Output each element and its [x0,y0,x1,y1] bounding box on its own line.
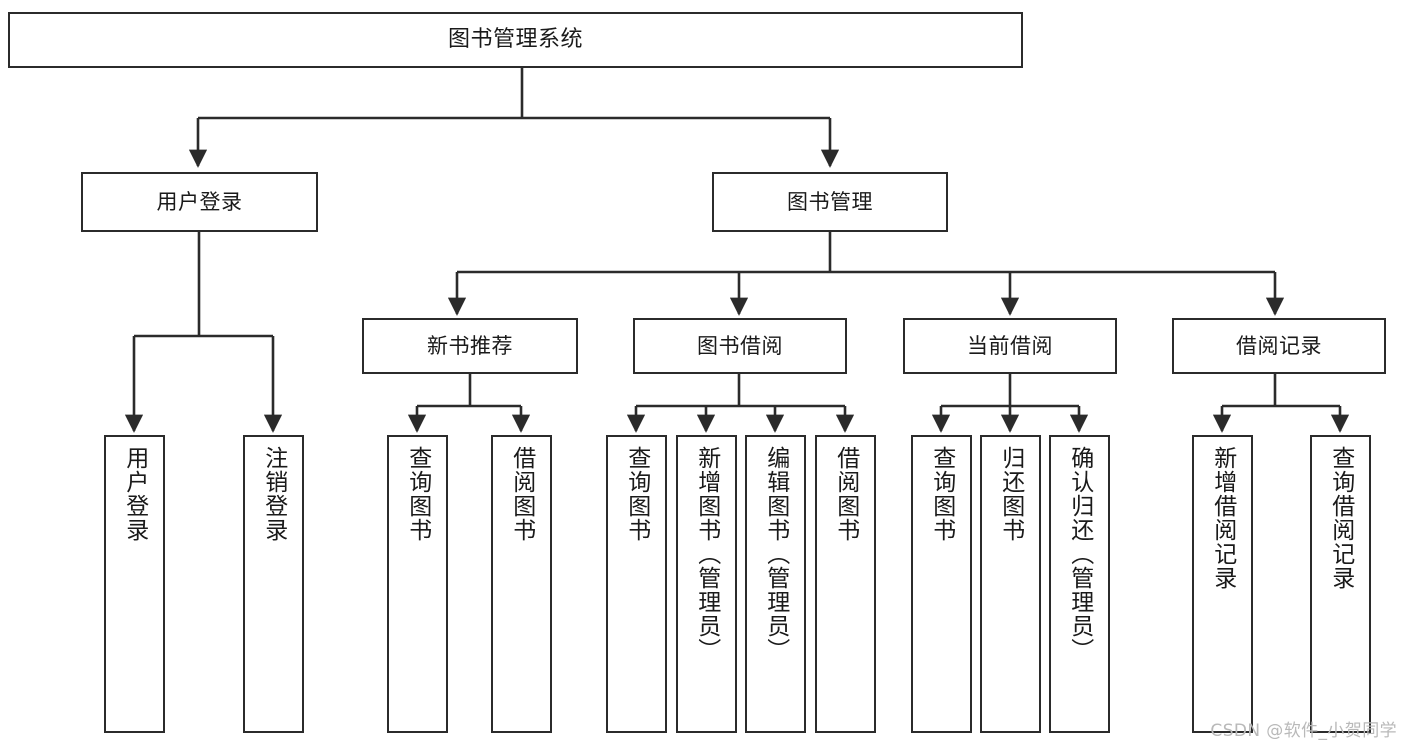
node-label: 图书管理系统 [447,27,583,53]
node-book-management[interactable]: 图书管理 [712,172,948,232]
node-label: 图书借阅 [697,333,783,358]
node-leaf-borrow-book[interactable]: 借阅图书 [815,435,876,733]
node-leaf-return-book[interactable]: 归还图书 [980,435,1041,733]
node-leaf-borrow-book-recommend[interactable]: 借阅图书 [491,435,552,733]
node-label: 用户登录 [156,189,243,214]
node-root-book-management-system[interactable]: 图书管理系统 [8,12,1023,68]
node-label: 注销登录 [260,446,287,542]
node-leaf-query-borrow-record[interactable]: 查询借阅记录 [1310,435,1371,733]
node-label: 归还图书 [997,446,1024,542]
node-label: 新增图书（管理员） [693,446,720,662]
node-leaf-add-borrow-record[interactable]: 新增借阅记录 [1192,435,1253,733]
node-label: 用户登录 [121,446,148,542]
node-new-book-recommendation[interactable]: 新书推荐 [362,318,578,374]
node-leaf-user-login[interactable]: 用户登录 [104,435,165,733]
node-leaf-edit-book-admin[interactable]: 编辑图书（管理员） [745,435,806,733]
node-book-borrowing[interactable]: 图书借阅 [633,318,847,374]
node-leaf-add-book-admin[interactable]: 新增图书（管理员） [676,435,737,733]
node-label: 新书推荐 [427,333,513,358]
node-label: 新增借阅记录 [1209,446,1236,590]
node-user-login[interactable]: 用户登录 [81,172,318,232]
node-leaf-query-book-recommend[interactable]: 查询图书 [387,435,448,733]
node-label: 查询图书 [623,446,650,542]
node-label: 当前借阅 [967,333,1053,358]
node-label: 借阅图书 [832,446,859,542]
node-leaf-query-book-current[interactable]: 查询图书 [911,435,972,733]
node-label: 借阅图书 [508,446,535,542]
node-label: 查询借阅记录 [1327,446,1354,590]
node-leaf-logout[interactable]: 注销登录 [243,435,304,733]
node-label: 查询图书 [928,446,955,542]
node-current-borrowing[interactable]: 当前借阅 [903,318,1117,374]
node-label: 确认归还（管理员） [1066,446,1093,662]
node-label: 借阅记录 [1236,333,1322,358]
node-label: 编辑图书（管理员） [762,446,789,662]
node-label: 查询图书 [404,446,431,542]
node-borrowing-records[interactable]: 借阅记录 [1172,318,1386,374]
node-label: 图书管理 [787,189,873,214]
node-leaf-confirm-return-admin[interactable]: 确认归还（管理员） [1049,435,1110,733]
node-leaf-query-book-borrow[interactable]: 查询图书 [606,435,667,733]
